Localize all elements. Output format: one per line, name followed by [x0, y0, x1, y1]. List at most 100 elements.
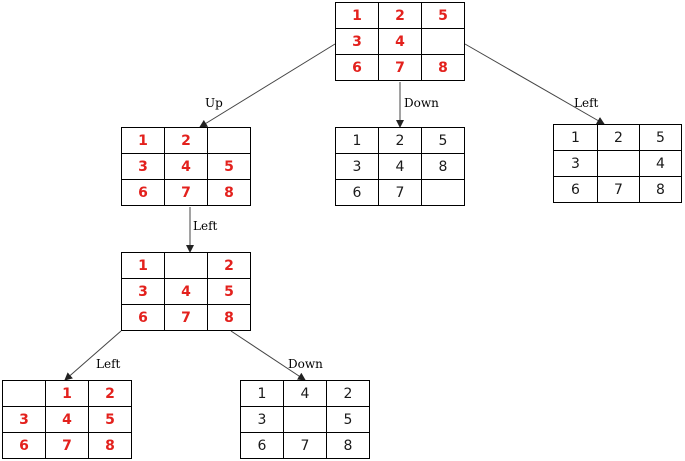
tile-cell: 1 — [240, 380, 284, 407]
tile-cell: 1 — [553, 124, 598, 151]
tile-cell: 7 — [164, 179, 208, 206]
tile-cell: 2 — [597, 124, 640, 151]
tile-cell: 2 — [88, 380, 132, 407]
tile-cell: 6 — [335, 179, 379, 206]
edge-root-left — [464, 43, 605, 125]
tile-cell: 6 — [2, 432, 46, 459]
tile-cell: 7 — [283, 432, 327, 459]
edge-level2-left — [64, 330, 122, 381]
blank-tile — [597, 150, 640, 177]
tile-cell: 6 — [335, 54, 379, 81]
tile-cell: 1 — [335, 2, 379, 29]
tile-cell: 8 — [421, 153, 465, 180]
label-level2-left: Left — [96, 357, 121, 371]
tile-cell: 1 — [335, 127, 379, 154]
tile-cell: 5 — [88, 406, 132, 433]
tile-cell: 1 — [45, 380, 89, 407]
blank-tile — [421, 179, 465, 206]
tile-cell: 5 — [639, 124, 682, 151]
edge-level2-down — [230, 330, 306, 381]
tile-cell: 8 — [639, 176, 682, 203]
tile-cell: 7 — [164, 304, 208, 331]
tile-cell: 3 — [240, 406, 284, 433]
tile-cell: 5 — [421, 127, 465, 154]
tile-cell: 2 — [378, 127, 422, 154]
tile-cell: 4 — [164, 153, 208, 180]
tile-cell: 2 — [207, 252, 251, 279]
tile-cell: 4 — [45, 406, 89, 433]
blank-tile — [421, 28, 465, 55]
tile-cell: 5 — [207, 153, 251, 180]
tile-cell: 3 — [553, 150, 598, 177]
tile-cell: 7 — [378, 54, 422, 81]
edge-root-up — [199, 43, 336, 128]
blank-tile — [164, 252, 208, 279]
tile-cell: 3 — [335, 28, 379, 55]
label-level2-down: Down — [288, 357, 323, 371]
tile-cell: 4 — [378, 28, 422, 55]
tile-cell: 2 — [378, 2, 422, 29]
tile-cell: 5 — [326, 406, 370, 433]
tile-cell: 1 — [121, 127, 165, 154]
blank-tile — [207, 127, 251, 154]
label-up-left: Left — [193, 219, 218, 233]
tile-cell: 3 — [2, 406, 46, 433]
tile-cell: 6 — [240, 432, 284, 459]
blank-tile — [283, 406, 327, 433]
tile-cell: 4 — [639, 150, 682, 177]
tile-cell: 4 — [164, 278, 208, 305]
label-root-up: Up — [205, 96, 223, 110]
tile-cell: 6 — [121, 304, 165, 331]
label-root-left: Left — [574, 96, 599, 110]
tile-cell: 8 — [207, 304, 251, 331]
tile-cell: 6 — [553, 176, 598, 203]
label-root-down: Down — [404, 96, 439, 110]
tile-cell: 7 — [597, 176, 640, 203]
tile-cell: 3 — [335, 153, 379, 180]
tile-cell: 8 — [326, 432, 370, 459]
tile-cell: 4 — [378, 153, 422, 180]
tile-cell: 3 — [121, 153, 165, 180]
tile-cell: 2 — [164, 127, 208, 154]
tile-cell: 5 — [421, 2, 465, 29]
blank-tile — [2, 380, 46, 407]
tile-cell: 3 — [121, 278, 165, 305]
tile-cell: 6 — [121, 179, 165, 206]
tile-cell: 4 — [283, 380, 327, 407]
tile-cell: 7 — [45, 432, 89, 459]
tile-cell: 2 — [326, 380, 370, 407]
tile-cell: 8 — [88, 432, 132, 459]
tile-cell: 1 — [121, 252, 165, 279]
tile-cell: 5 — [207, 278, 251, 305]
